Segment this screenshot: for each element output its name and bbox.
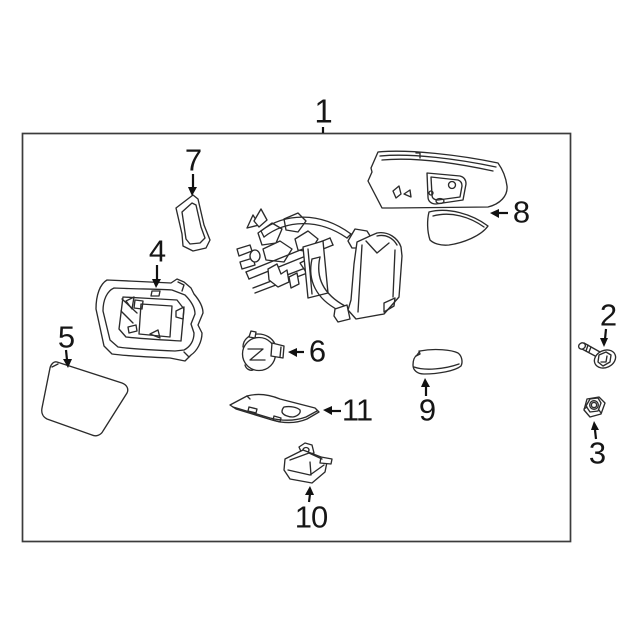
callout-label-10: 10 xyxy=(294,499,328,535)
callout-label-6: 6 xyxy=(308,333,326,369)
part-flange-nut xyxy=(583,396,606,418)
part-mounting-screw xyxy=(577,342,617,369)
part-mounting-bracket xyxy=(283,442,333,484)
assembly-boundary-box xyxy=(21,132,572,543)
part-mirror-glass xyxy=(41,361,129,437)
callout-label-9: 9 xyxy=(418,392,436,428)
part-mirror-cap-cover xyxy=(367,150,508,246)
callout-arrow-5 xyxy=(63,349,72,368)
callout-arrow-10 xyxy=(305,486,314,503)
callout-arrow-11 xyxy=(323,406,341,415)
callout-arrow-8 xyxy=(490,209,508,218)
callout-label-3: 3 xyxy=(588,435,606,471)
callout-label-11: 11 xyxy=(341,392,373,428)
callout-label-4: 4 xyxy=(148,233,166,269)
callout-label-5: 5 xyxy=(57,319,75,355)
callout-arrow-6 xyxy=(288,348,304,357)
part-corner-seal-bracket xyxy=(175,194,211,252)
callout-arrow-4 xyxy=(152,265,161,288)
part-sail-gasket-plate xyxy=(229,393,320,424)
part-cover-plate xyxy=(412,348,463,375)
callout-label-2: 2 xyxy=(599,297,617,333)
callout-arrow-3 xyxy=(591,421,599,440)
part-motor-cap xyxy=(241,330,285,372)
callout-label-1: 1 xyxy=(314,92,332,130)
callout-label-7: 7 xyxy=(184,142,202,178)
callout-arrow-9 xyxy=(421,378,430,396)
part-mirror-housing-frame xyxy=(95,278,204,362)
callout-arrow-7 xyxy=(188,174,197,196)
mirror-actuator-harness xyxy=(236,208,403,323)
callout-arrow-2 xyxy=(600,328,608,347)
callout-label-8: 8 xyxy=(512,194,530,230)
